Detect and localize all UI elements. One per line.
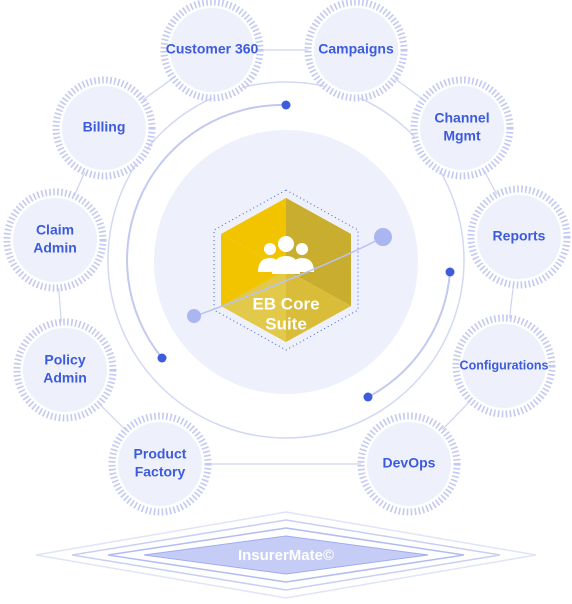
module-fill	[462, 324, 546, 408]
platform-label: InsurerMate©	[238, 547, 334, 564]
module-fill	[477, 195, 561, 279]
module-label: Customer 360	[166, 41, 259, 57]
module-label: Policy	[44, 352, 85, 368]
module-label: Product	[134, 446, 187, 462]
core-title-line1: EB Core	[252, 294, 319, 313]
module-label: Claim	[36, 222, 74, 238]
module-label: Reports	[493, 228, 546, 244]
module-node-reports[interactable]: Reports	[467, 185, 571, 289]
satellite-node	[187, 309, 201, 323]
module-fill	[367, 422, 451, 506]
module-fill	[118, 422, 202, 506]
module-label: Campaigns	[318, 41, 394, 57]
module-node-billing[interactable]: Billing	[52, 76, 156, 180]
module-label: Mgmt	[443, 128, 481, 144]
team-icon	[258, 236, 314, 274]
orbit-dot	[445, 267, 455, 277]
core-hexagon: EB Core Suite	[213, 189, 359, 351]
module-fill	[170, 8, 254, 92]
module-node-campaigns[interactable]: Campaigns	[304, 0, 408, 102]
module-fill	[23, 328, 107, 412]
module-node-customer-360[interactable]: Customer 360	[160, 0, 264, 102]
satellite-node	[374, 228, 392, 246]
module-label: Admin	[33, 240, 77, 256]
orbit-dot	[281, 100, 291, 110]
module-fill	[62, 86, 146, 170]
orbit-dot	[157, 353, 167, 363]
orbit-dot	[363, 392, 373, 402]
module-fill	[314, 8, 398, 92]
module-label: Billing	[83, 119, 126, 135]
satellite-orbit	[187, 228, 392, 323]
module-label: Configurations	[460, 358, 549, 372]
module-label: Factory	[135, 464, 186, 480]
module-fill	[420, 86, 504, 170]
module-label: Channel	[434, 110, 489, 126]
module-label: DevOps	[383, 455, 436, 471]
platform-base: InsurerMate©	[35, 511, 537, 599]
module-fill	[13, 198, 97, 282]
module-label: Admin	[43, 370, 87, 386]
module-node-configurations[interactable]: Configurations	[452, 314, 556, 418]
core-title-line2: Suite	[265, 314, 307, 333]
module-node-devops[interactable]: DevOps	[357, 412, 461, 516]
